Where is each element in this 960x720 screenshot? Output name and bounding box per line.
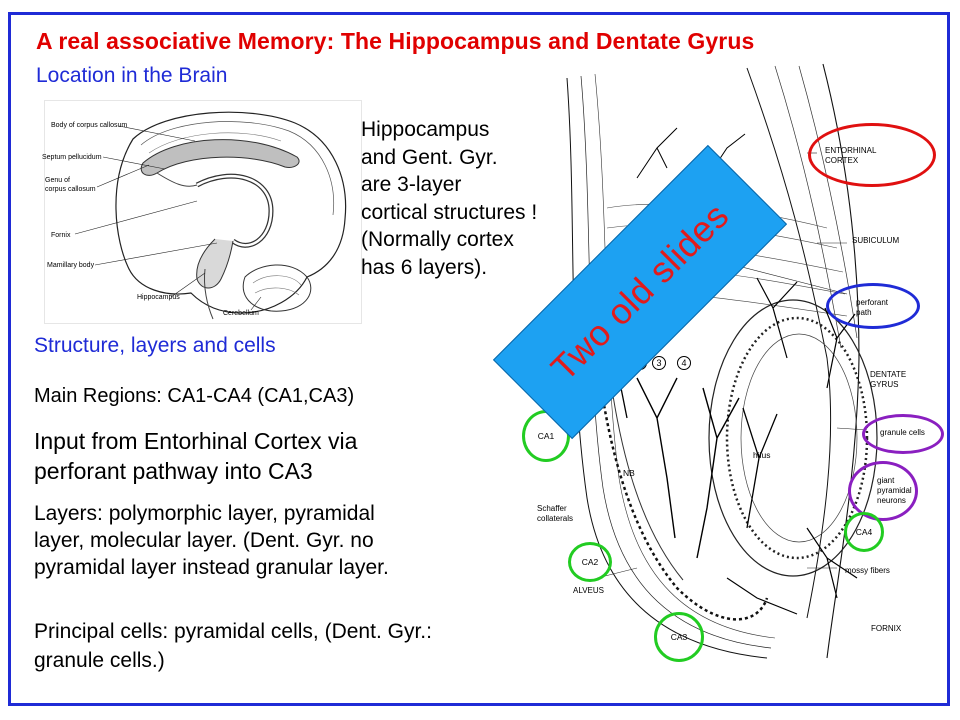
layers-text: Layers: polymorphic layer, pyramidal lay… (34, 500, 389, 581)
label-dentate-2: GYRUS (870, 380, 899, 389)
label-ca4: CA4 (855, 527, 873, 537)
layers-line: layer, molecular layer. (Dent. Gyr. no (34, 529, 374, 552)
label-septum: Septum pellucidum (42, 154, 102, 161)
granule-ring (862, 414, 944, 454)
label-fornix: Fornix (51, 232, 71, 239)
principal-text: Principal cells: pyramidal cells, (Dent.… (34, 617, 432, 675)
principal-line: granule cells.) (34, 649, 165, 672)
region-number: 3 (652, 356, 666, 370)
note-line: Hippocampus (361, 118, 490, 141)
label-hippocampus: Hippocampus (137, 294, 180, 301)
label-genu-2: corpus callosum (45, 186, 96, 193)
note-line: has 6 layers). (361, 255, 488, 279)
note-line: and Gent. Gyr. (361, 145, 498, 169)
input-text: Input from Entorhinal Cortex via perfora… (34, 426, 357, 486)
slide-title: A real associative Memory: The Hippocamp… (36, 28, 755, 54)
note-line: cortical structures ! (361, 200, 538, 224)
label-dentate-1: DENTATE (870, 370, 907, 379)
ca4-ring: CA4 (844, 512, 884, 552)
structure-heading: Structure, layers and cells (34, 334, 276, 357)
input-line: perforant pathway into CA3 (34, 458, 313, 484)
region-number: 4 (677, 356, 691, 370)
location-heading: Location in the Brain (36, 64, 228, 87)
label-fornix: FORNIX (871, 624, 902, 633)
label-ca2: CA2 (581, 557, 599, 567)
label-schaffer-1: Schaffer (537, 504, 567, 513)
label-hilus: hilus (753, 450, 771, 460)
label-mossy-fibers: mossy fibers (845, 566, 890, 575)
principal-line: Principal cells: pyramidal cells, (Dent.… (34, 620, 432, 643)
label-nb: NB (623, 468, 635, 478)
note-line: are 3-layer (361, 173, 462, 196)
note-line: (Normally cortex (361, 228, 514, 251)
hippocampus-note: Hippocampus and Gent. Gyr. are 3-layer c… (361, 116, 537, 281)
label-subiculum: SUBICULUM (852, 236, 900, 245)
label-body-corpus-callosum: Body of corpus callosum (51, 122, 128, 129)
label-mamillary: Mamillary body (47, 262, 95, 269)
perforant-ring (826, 283, 920, 329)
label-cerebellum: Cerebellum (223, 310, 259, 317)
ca3-ring: CA3 (654, 612, 704, 662)
brain-drawing (74, 111, 347, 320)
input-line: Input from Entorhinal Cortex via (34, 428, 358, 454)
label-schaffer-2: collaterals (537, 514, 574, 523)
label-ca1: CA1 (537, 431, 555, 441)
brain-illustration: Body of corpus callosum Septum pellucidu… (42, 100, 362, 324)
main-regions: Main Regions: CA1-CA4 (CA1,CA3) (34, 385, 355, 407)
layers-line: Layers: polymorphic layer, pyramidal (34, 502, 375, 525)
entorhinal-ring (808, 123, 936, 187)
ca2-ring: CA2 (568, 542, 612, 582)
label-ca3: CA3 (670, 632, 688, 642)
layers-line: pyramidal layer instead granular layer. (34, 556, 389, 579)
giant-pyramidal-ring (848, 461, 918, 521)
label-alveus: ALVEUS (573, 586, 604, 595)
label-genu-1: Genu of (45, 177, 70, 184)
